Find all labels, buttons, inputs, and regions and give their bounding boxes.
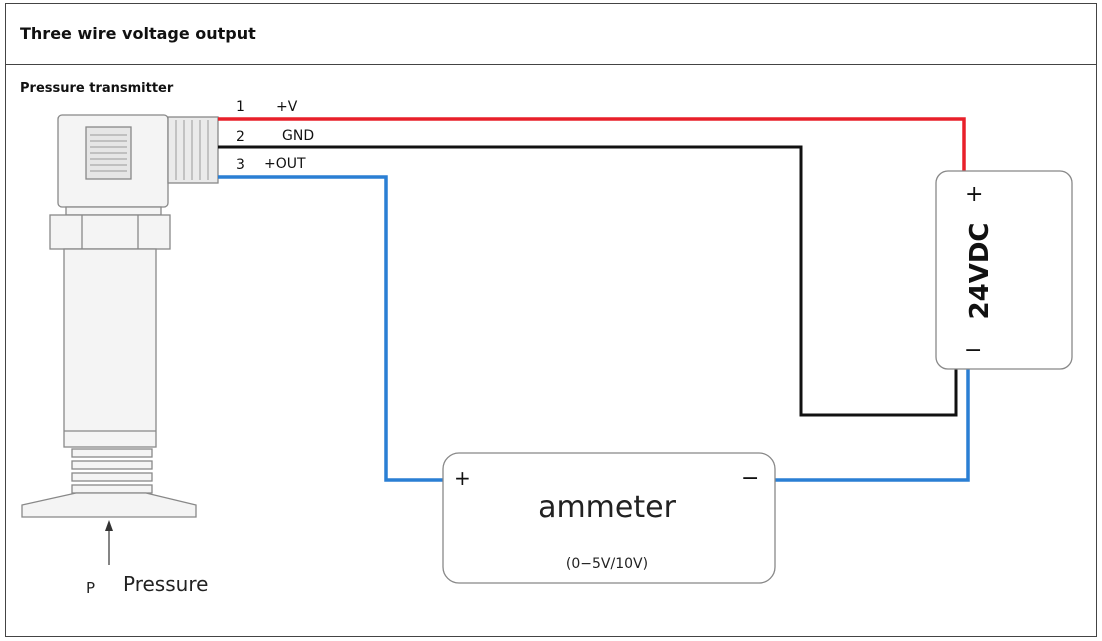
fin-1 [71, 448, 153, 458]
pressure-arrow-head [105, 520, 113, 531]
gland-threads [175, 120, 209, 180]
wiring-diagram: Pressure transmitter [20, 81, 1073, 597]
ammeter-range: (0−5V/10V) [566, 556, 648, 572]
device-label: Pressure transmitter [20, 81, 174, 96]
sensor-body [63, 248, 157, 448]
power-supply-label: 24VDC [965, 223, 995, 320]
fin-3 [71, 472, 153, 482]
fin-2 [71, 460, 153, 470]
pin-2-number: 2 [236, 129, 245, 145]
pin-3-number: 3 [236, 157, 245, 173]
power-supply-minus: − [964, 338, 982, 363]
diagram-frame: Three wire voltage output Pressure trans… [5, 3, 1097, 637]
wire-return-blue [775, 369, 970, 482]
page-title: Three wire voltage output [20, 24, 256, 43]
power-supply: + − 24VDC [935, 170, 1073, 370]
pin-1-number: 1 [236, 99, 245, 115]
clamp-flange [21, 492, 197, 518]
wire-ground-black [218, 145, 958, 417]
ammeter-minus: − [741, 466, 759, 491]
power-supply-plus: + [965, 182, 983, 207]
fin-4 [71, 484, 153, 494]
pressure-transmitter [21, 114, 219, 518]
neck [65, 206, 162, 216]
hex-nut [49, 214, 171, 250]
ammeter: + − ammeter (0−5V/10V) [442, 452, 776, 584]
wire-positive-red [218, 117, 966, 171]
pin-3-name: +OUT [264, 156, 306, 172]
pressure-symbol: P [86, 579, 95, 597]
pressure-label: Pressure [123, 572, 208, 596]
ammeter-plus: + [454, 466, 471, 490]
ammeter-box [442, 452, 776, 584]
header: Three wire voltage output [6, 4, 1096, 65]
ammeter-label: ammeter [538, 490, 677, 525]
pin-1-name: +V [276, 99, 298, 115]
wire-output-blue [218, 175, 443, 482]
connector-vents [90, 134, 127, 172]
power-supply-box [935, 170, 1073, 370]
pin-2-name: GND [282, 128, 314, 144]
pin-labels: 1 +V 2 GND 3 +OUT [236, 99, 314, 173]
